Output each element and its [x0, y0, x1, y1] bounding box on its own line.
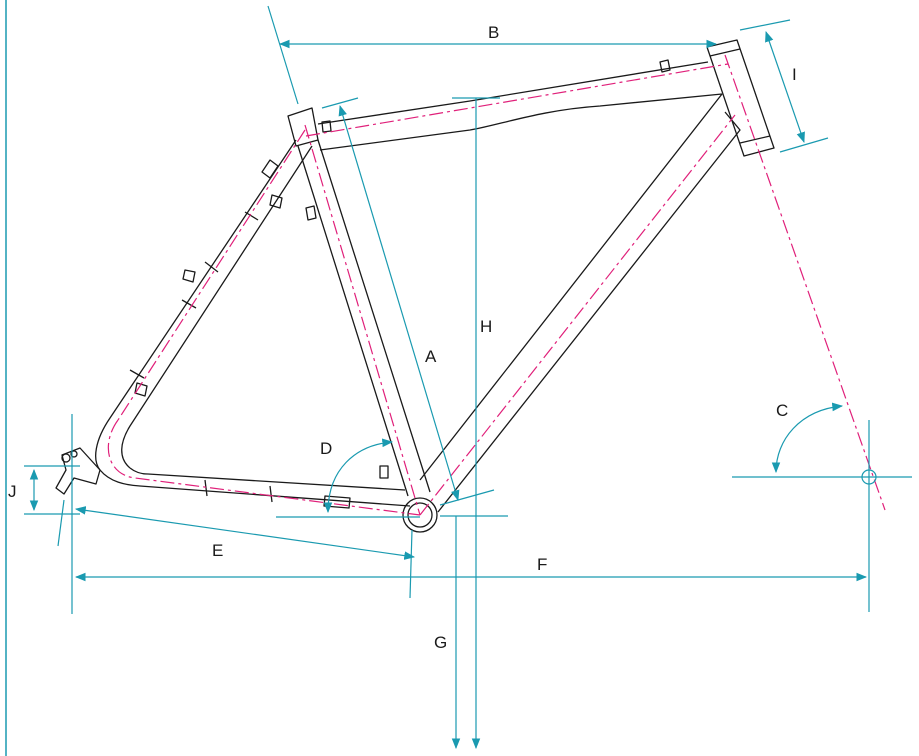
label-d: D: [320, 439, 332, 458]
down-tube-centerline: [419, 114, 736, 516]
seat-stay-boss-1: [269, 194, 283, 209]
head-tube-ring-bottom: [739, 135, 771, 144]
label-j: J: [8, 482, 17, 501]
label-c: C: [776, 401, 788, 420]
dim-j-slanted-ext: [57, 499, 65, 547]
dim-a-line: [338, 104, 460, 502]
chain-stay: [99, 467, 411, 507]
dim-i-ext-bottom: [779, 137, 829, 153]
chain-stay-centerline: [107, 419, 421, 516]
seat-stay-seg-1: [244, 211, 259, 221]
label-g: G: [434, 633, 447, 652]
dim-i-line: [765, 30, 805, 144]
seat-stay-seg-4: [204, 261, 219, 273]
dim-d-arc: [323, 438, 394, 514]
label-i: I: [792, 65, 797, 84]
dim-c-arc: [771, 402, 844, 474]
top-tube-centerline: [305, 63, 729, 137]
steering-axis-centerline: [724, 54, 886, 511]
seat-stay-boss-3: [134, 382, 148, 397]
seat-tube-boss: [305, 205, 317, 221]
seat-tube-top: [287, 107, 319, 147]
label-h: H: [480, 317, 492, 336]
seat-stay-boss-2: [182, 269, 196, 283]
dimension-lines: [24, 5, 912, 750]
seat-stay-seg-2: [181, 299, 197, 309]
dropout-hole-2: [70, 450, 78, 458]
chain-stay-cable-guide: [379, 465, 389, 479]
label-a: A: [425, 347, 437, 366]
seat-stay-seg-3: [129, 369, 145, 379]
head-tube-ring-top: [709, 48, 741, 57]
seat-stay-joint-1: [261, 159, 279, 179]
dim-e-line: [74, 506, 416, 560]
dim-a-ext-top: [321, 97, 359, 109]
chain-stay-seg-1: [204, 479, 208, 497]
label-f: F: [537, 555, 547, 574]
dim-b-extension-left: [267, 5, 299, 105]
dim-e-ext-bb: [409, 529, 413, 599]
dim-c-axis-circle: [861, 469, 877, 485]
top-tube-boss-2: [321, 120, 332, 133]
seat-stay: [95, 139, 313, 471]
chain-stay-seg-2: [269, 485, 273, 503]
rear-dropout: [55, 447, 101, 495]
top-tube-boss: [659, 59, 671, 73]
dropout-hole-1: [61, 453, 71, 463]
label-e: E: [212, 541, 223, 560]
label-b: B: [488, 23, 499, 42]
seat-tube: [297, 139, 431, 497]
down-tube: [419, 93, 741, 513]
frame-outline: [55, 39, 775, 533]
dim-a-ext-bottom: [439, 489, 495, 506]
dim-i-ext-top: [739, 19, 791, 31]
seat-stay-centerline: [117, 129, 306, 421]
